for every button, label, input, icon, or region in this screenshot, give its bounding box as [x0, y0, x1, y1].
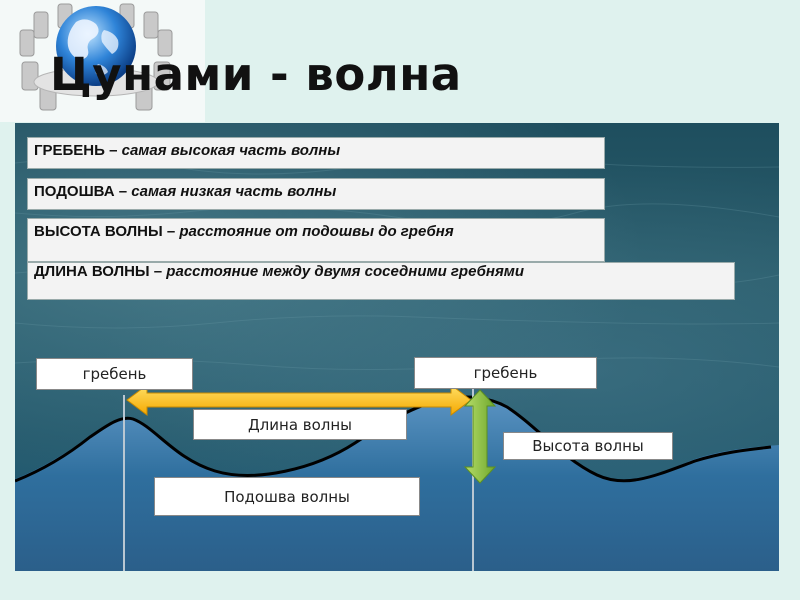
definition-crest: ГРЕБЕНЬ – самая высокая часть волны [27, 137, 605, 169]
slide-title: Цунами - волна [50, 48, 462, 101]
wave-height-arrow [463, 389, 497, 484]
definition-trough: ПОДОШВА – самая низкая часть волны [27, 178, 605, 210]
definition-wavelength: ДЛИНА ВОЛНЫ – расстояние между двумя сос… [27, 262, 735, 300]
label-wave-height: Высота волны [503, 432, 673, 460]
logo-panel [0, 0, 205, 122]
sea-background: ГРЕБЕНЬ – самая высокая часть волны ПОДО… [15, 123, 779, 571]
label-wavelength: Длина волны [193, 409, 407, 440]
globe-conference-icon [19, 3, 173, 111]
definition-wave-height: ВЫСОТА ВОЛНЫ – расстояние от подошвы до … [27, 218, 605, 262]
label-crest-right: гребень [414, 357, 597, 389]
label-crest-left: гребень [36, 358, 193, 390]
label-trough: Подошва волны [154, 477, 420, 516]
